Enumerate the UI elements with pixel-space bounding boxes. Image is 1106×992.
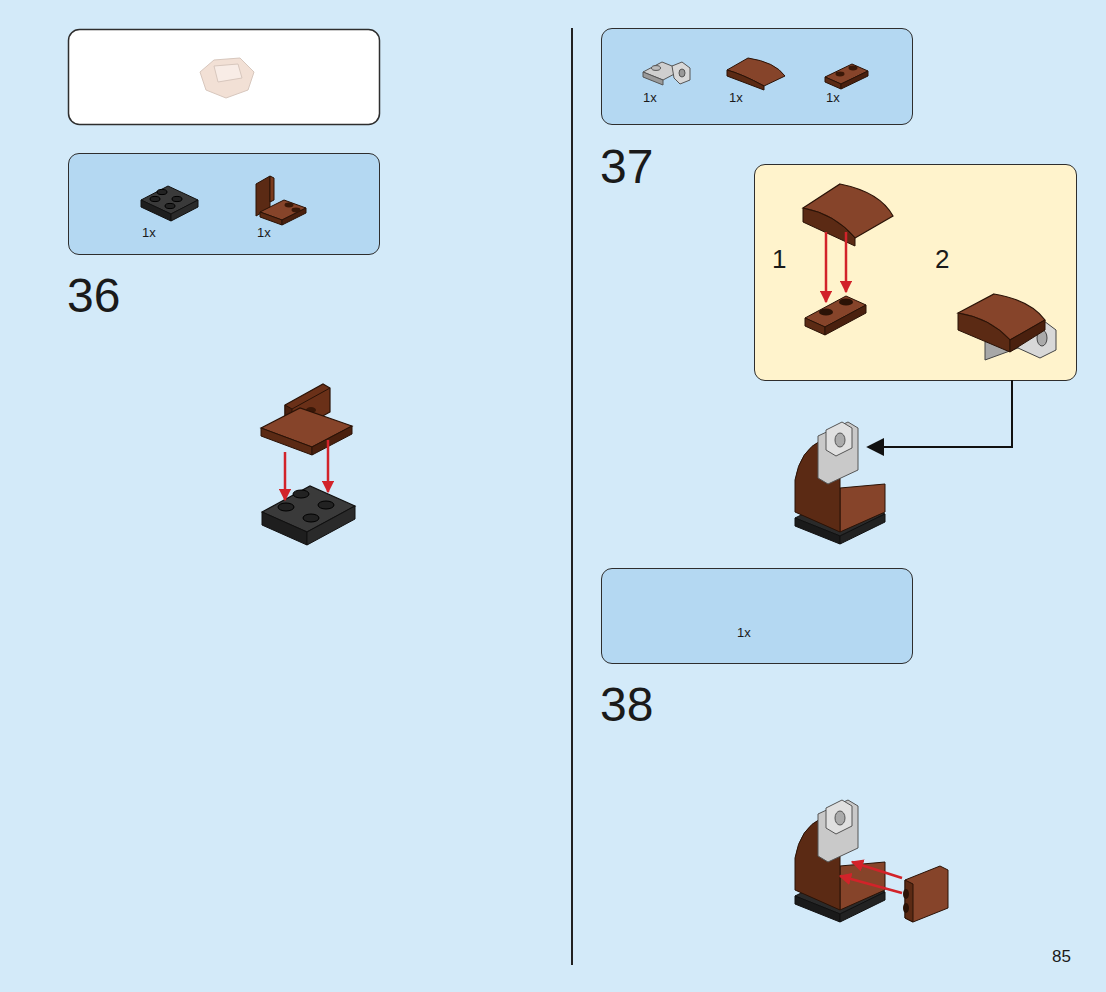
part-count: 1x [257, 226, 271, 239]
page-number: 85 [1052, 948, 1071, 965]
sub-step-number: 1 [772, 246, 786, 272]
assembly-arrow [284, 452, 287, 500]
step36-plate [262, 486, 355, 545]
step36-bracket [261, 384, 352, 455]
assembly-arrow [845, 232, 848, 292]
step38-plate [903, 866, 948, 922]
part-count: 1x [826, 91, 840, 104]
sub-plate [805, 296, 866, 335]
parts-box: 1x [601, 568, 913, 664]
sub-slope [803, 184, 893, 246]
assembly-arrow [825, 232, 828, 302]
clip-plate-grey [643, 62, 690, 85]
assembly-arrow [852, 862, 902, 878]
minifig-box [69, 30, 380, 125]
part-count: 1x [142, 226, 156, 239]
callout-arrow [868, 380, 1012, 447]
sub-step-number: 2 [935, 246, 949, 272]
ghost-part [200, 58, 254, 98]
slope-brown [727, 58, 785, 90]
column-divider [571, 28, 573, 965]
plate-2x2-black [141, 186, 198, 221]
part-count: 1x [737, 626, 751, 639]
parts-box: 1x 1x [68, 153, 380, 255]
plate-1x2-brown [825, 64, 868, 89]
part-count: 1x [643, 91, 657, 104]
bracket-brown [256, 176, 306, 225]
assembly-arrow [840, 876, 902, 893]
sub-result [958, 294, 1056, 360]
assembly-arrow [327, 440, 330, 492]
parts-box: 1x 1x 1x [601, 28, 913, 125]
part-count: 1x [729, 91, 743, 104]
step38-model [795, 800, 885, 922]
step-number: 37 [600, 143, 653, 191]
step-number: 38 [600, 681, 653, 729]
step37-model [795, 422, 885, 544]
step-number: 36 [67, 272, 120, 320]
parts-box: 12 [754, 164, 1077, 381]
